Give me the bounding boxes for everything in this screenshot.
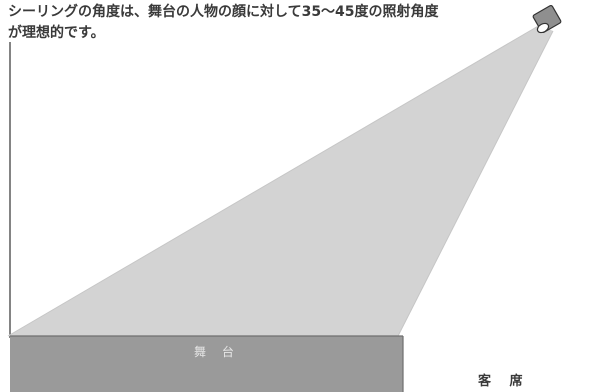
caption-line-2: が理想的です。 [8,25,105,41]
caption-text: シーリングの角度は、舞台の人物の顔に対して35〜45度の照射角度 が理想的です。 [8,2,439,44]
light-beam [8,25,553,336]
caption-line-1: シーリングの角度は、舞台の人物の顔に対して35〜45度の照射角度 [8,4,439,20]
light-beam-lower-edge [397,30,554,337]
audience-seating-label: 客 席 [478,374,530,389]
ceiling-spotlight-icon [532,4,562,34]
stage-label: 舞 台 [194,345,240,359]
light-beam-upper-edge [7,24,541,337]
stage-block [10,335,404,392]
